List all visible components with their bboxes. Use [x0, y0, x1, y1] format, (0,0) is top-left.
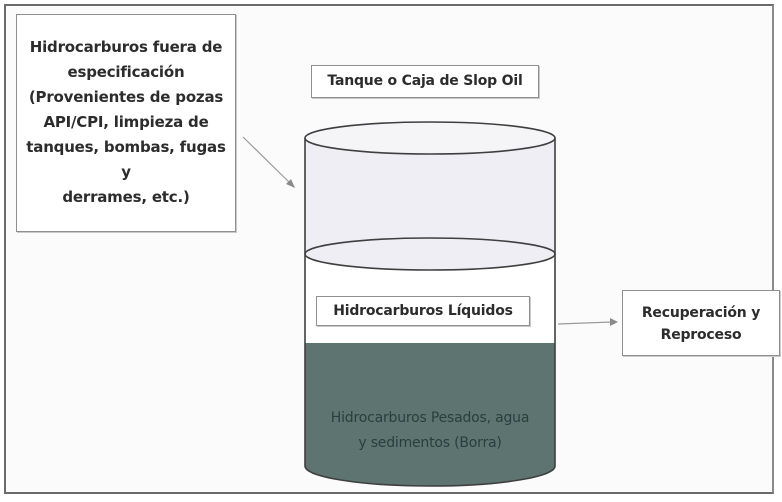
recovery-box: Recuperación y Reproceso — [622, 290, 780, 356]
sludge-line: Hidrocarburos Pesados, agua — [330, 410, 530, 426]
source-line: especificación — [67, 63, 185, 81]
tank-top-rim — [304, 121, 556, 155]
source-box: Hidrocarburos fuera de especificación (P… — [16, 14, 236, 232]
tank-bottom-rim — [304, 465, 556, 487]
arrow-source-to-tank-head — [286, 179, 295, 188]
tank-liquid-surface — [304, 237, 556, 271]
arrow-tank-to-recovery-head — [610, 318, 618, 326]
recovery-line: Reproceso — [660, 327, 742, 343]
source-line: derrames, etc.) — [62, 188, 190, 206]
source-line: Hidrocarburos fuera de — [29, 38, 223, 56]
source-line: API/CPI, limpieza de — [43, 113, 209, 131]
tank-empty-zone — [305, 138, 555, 270]
sludge-line: y sedimentos (Borra) — [358, 435, 502, 451]
source-line: tanques, bombas, fugas y — [26, 138, 226, 181]
source-line: (Provenientes de pozas — [28, 88, 224, 106]
liquid-label: Hidrocarburos Líquidos — [316, 296, 530, 326]
arrow-source-to-tank — [242, 136, 292, 185]
sludge-label: Hidrocarburos Pesados, agua y sedimentos… — [308, 406, 552, 456]
recovery-line: Recuperación y — [641, 305, 761, 321]
tank-title: Tanque o Caja de Slop Oil — [311, 65, 539, 98]
tank-sludge-zone — [305, 343, 555, 486]
arrow-tank-to-recovery — [557, 321, 613, 325]
